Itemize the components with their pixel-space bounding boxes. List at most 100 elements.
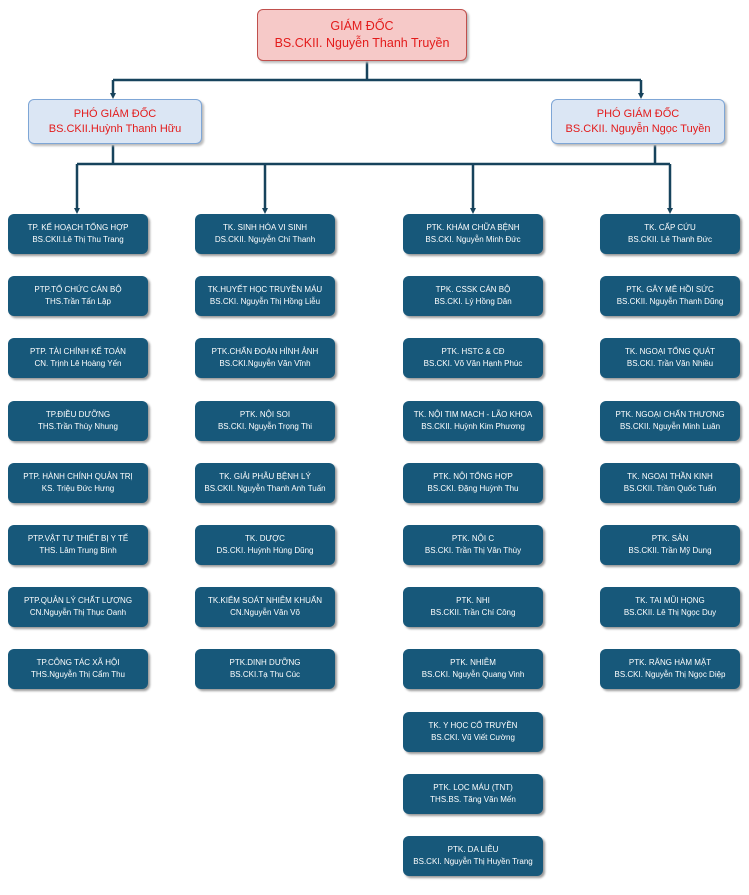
department-head-name: BS.CKII. Huỳnh Kim Phương — [421, 422, 525, 431]
department-head-name: DS.CKI. Huỳnh Hùng Dũng — [216, 546, 314, 555]
department-head-name: BS.CKI. Nguyễn Thị Hồng Liễu — [209, 297, 321, 306]
department-box[interactable]: TK. SINH HÓA VI SINH DS.CKII. Nguyễn Chí … — [195, 214, 335, 254]
department-title: PTK. NHI — [456, 596, 490, 605]
department-title: TK. SINH HÓA VI SINH — [222, 223, 307, 232]
department-box[interactable]: PTK.DINH DƯỠNG BS.CKI.Tạ Thu Cúc — [195, 649, 335, 689]
department-box[interactable]: TK. NGOẠI TỔNG QUÁT BS.CKI. Trần Văn Nhiề… — [600, 338, 740, 378]
department-head-name: BS.CKII. Trần Chí Công — [430, 608, 516, 617]
department-head-name: THS.Trần Tấn Lập — [45, 297, 111, 306]
department-box[interactable]: PTK. NHI BS.CKII. Trần Chí Công — [403, 587, 543, 627]
department-box[interactable]: PTP. TÀI CHÍNH KẾ TOÁN CN. Trịnh Lê Hoàng… — [8, 338, 148, 378]
department-head-name: THS. Lâm Trung Bình — [39, 546, 117, 555]
department-title: PTP.TỔ CHỨC CÁN BỘ — [34, 285, 122, 294]
department-box[interactable]: PTK. NGOẠI CHẤN THƯƠNG BS.CKII. Nguyễn Mi… — [600, 401, 740, 441]
department-head-name: CN. Trịnh Lê Hoàng Yến — [34, 359, 122, 368]
department-box[interactable]: TK.KIỂM SOÁT NHIỄM KHUẨN CN.Nguyễn Văn Võ — [195, 587, 335, 627]
department-title: PTK. SẢN — [651, 534, 689, 543]
department-head-name: BS.CKI. Nguyễn Thị Ngọc Diệp — [614, 670, 726, 679]
department-title: PTK. HSTC & CĐ — [441, 347, 505, 356]
department-title: PTK.DINH DƯỠNG — [229, 658, 301, 667]
department-title: TP. KẾ HOẠCH TỔNG HỢP — [27, 223, 129, 232]
department-head-name: BS.CKI. Nguyễn Thị Huyền Trang — [413, 857, 533, 866]
department-title: TP.CÔNG TÁC XÃ HỘI — [36, 658, 120, 667]
department-title: TK. NỘI TIM MẠCH - LÃO KHOA — [413, 410, 533, 419]
department-title: PTK. NỘI TỔNG HỢP — [433, 472, 513, 481]
department-head-name: BS.CKI. Võ Văn Hạnh Phúc — [423, 359, 523, 368]
department-box[interactable]: PTP.VẬT TƯ THIẾT BỊ Y TẾ THS. Lâm Trung B… — [8, 525, 148, 565]
vice-director-box-right[interactable]: PHÓ GIÁM ĐỐC BS.CKII. Nguyễn Ngọc Tuyền — [551, 99, 725, 144]
department-box[interactable]: PTK.CHẨN ĐOÁN HÌNH ẢNH BS.CKI.Nguyễn Văn … — [195, 338, 335, 378]
department-box[interactable]: TK. GIẢI PHẪU BỆNH LÝ BS.CKII. Nguyễn Tha… — [195, 463, 335, 503]
department-title: TK. CẤP CỨU — [644, 223, 696, 232]
department-head-name: BS.CKI.Nguyễn Văn Vĩnh — [219, 359, 311, 368]
department-box[interactable]: PTK. NỘI TỔNG HỢP BS.CKI. Đặng Huỳnh Thu — [403, 463, 543, 503]
department-box[interactable]: TK. NỘI TIM MẠCH - LÃO KHOA BS.CKII. Huỳn… — [403, 401, 543, 441]
vice-director-name: BS.CKII.Huỳnh Thanh Hữu — [48, 122, 182, 135]
department-head-name: BS.CKI.Tạ Thu Cúc — [229, 670, 301, 679]
department-head-name: THS.Nguyễn Thị Cẩm Thu — [31, 670, 125, 679]
department-head-name: BS.CKII.Lê Thị Thu Trang — [32, 235, 124, 244]
vice-director-title: PHÓ GIÁM ĐỐC — [73, 107, 157, 120]
department-head-name: KS. Triệu Đức Hưng — [41, 484, 115, 493]
department-box[interactable]: TPK. CSSK CÁN BỘ BS.CKI. Lý Hồng Dân — [403, 276, 543, 316]
department-title: TK.HUYẾT HỌC TRUYỀN MÁU — [207, 285, 323, 294]
department-title: PTK. NGOẠI CHẤN THƯƠNG — [615, 410, 725, 419]
department-box[interactable]: TK. CẤP CỨU BS.CKII. Lê Thanh Đức — [600, 214, 740, 254]
department-box[interactable]: PTP.TỔ CHỨC CÁN BỘ THS.Trần Tấn Lập — [8, 276, 148, 316]
department-title: PTK. KHÁM CHỮA BỆNH — [426, 223, 520, 232]
department-head-name: BS.CKI. Trần Thị Vân Thùy — [424, 546, 522, 555]
department-head-name: THS.Trần Thùy Nhung — [37, 422, 119, 431]
department-head-name: DS.CKII. Nguyễn Chí Thanh — [214, 235, 316, 244]
director-title: GIÁM ĐỐC — [330, 19, 394, 33]
department-head-name: BS.CKII. Lê Thanh Đức — [628, 235, 712, 244]
vice-director-name: BS.CKII. Nguyễn Ngọc Tuyền — [565, 122, 711, 135]
department-title: TK. GIẢI PHẪU BỆNH LÝ — [219, 472, 311, 481]
department-title: TK. DƯỢC — [245, 534, 285, 543]
department-box[interactable]: TK. DƯỢC DS.CKI. Huỳnh Hùng Dũng — [195, 525, 335, 565]
department-title: PTK. NỘI SOI — [239, 410, 291, 419]
department-head-name: BS.CKII. Nguyễn Thanh Dũng — [616, 297, 724, 306]
department-box[interactable]: TK.HUYẾT HỌC TRUYỀN MÁU BS.CKI. Nguyễn Th… — [195, 276, 335, 316]
department-head-name: BS.CKI. Đặng Huỳnh Thu — [427, 484, 519, 493]
department-title: TK. NGOẠI TỔNG QUÁT — [624, 347, 716, 356]
director-box[interactable]: GIÁM ĐỐC BS.CKII. Nguyễn Thanh Truyền — [257, 9, 467, 61]
department-box[interactable]: TK. NGOẠI THẦN KINH BS.CKII. Trầm Quốc Tu… — [600, 463, 740, 503]
department-title: PTK. RĂNG HÀM MẶT — [628, 658, 712, 667]
department-box[interactable]: TP.CÔNG TÁC XÃ HỘI THS.Nguyễn Thị Cẩm Thu — [8, 649, 148, 689]
vice-director-box-left[interactable]: PHÓ GIÁM ĐỐC BS.CKII.Huỳnh Thanh Hữu — [28, 99, 202, 144]
department-head-name: BS.CKII. Trầm Quốc Tuấn — [623, 484, 717, 493]
department-box[interactable]: PTK. LỌC MÁU (TNT)THS.BS. Tăng Văn Mến — [403, 774, 543, 814]
department-title: PTK.CHẨN ĐOÁN HÌNH ẢNH — [211, 347, 319, 356]
department-title: PTP. TÀI CHÍNH KẾ TOÁN — [30, 347, 126, 356]
department-title: PTP.QUẢN LÝ CHẤT LƯỢNG — [23, 596, 133, 605]
vice-director-title: PHÓ GIÁM ĐỐC — [596, 107, 680, 120]
department-title: PTP.VẬT TƯ THIẾT BỊ Y TẾ — [27, 534, 129, 543]
department-head-name: BS.CKI. Nguyễn Quang Vinh — [421, 670, 525, 679]
department-head-name: BS.CKI. Lý Hồng Dân — [434, 297, 512, 306]
department-head-name: CN.Nguyễn Văn Võ — [230, 608, 300, 617]
director-name: BS.CKII. Nguyễn Thanh Truyền — [274, 36, 450, 50]
department-title: PTK. LỌC MÁU (TNT) — [433, 783, 513, 792]
department-box[interactable]: PTK. HSTC & CĐ BS.CKI. Võ Văn Hạnh Phúc — [403, 338, 543, 378]
department-head-name: BS.CKII. Nguyễn Thanh Anh Tuấn — [204, 484, 326, 493]
department-title: TK. NGOẠI THẦN KINH — [627, 472, 713, 481]
department-head-name: BS.CKII. Nguyễn Minh Luân — [619, 422, 721, 431]
department-title: TK. TAI MŨI HỌNG — [635, 596, 705, 605]
department-box[interactable]: TP. KẾ HOẠCH TỔNG HỢP BS.CKII.Lê Thị Thu … — [8, 214, 148, 254]
department-title: TPK. CSSK CÁN BỘ — [435, 285, 511, 294]
department-title: TK.KIỂM SOÁT NHIỄM KHUẨN — [207, 596, 323, 605]
department-box[interactable]: PTK. RĂNG HÀM MẶT BS.CKI. Nguyễn Thị Ngọc… — [600, 649, 740, 689]
department-head-name: BS.CKI. Trần Văn Nhiều — [626, 359, 714, 368]
